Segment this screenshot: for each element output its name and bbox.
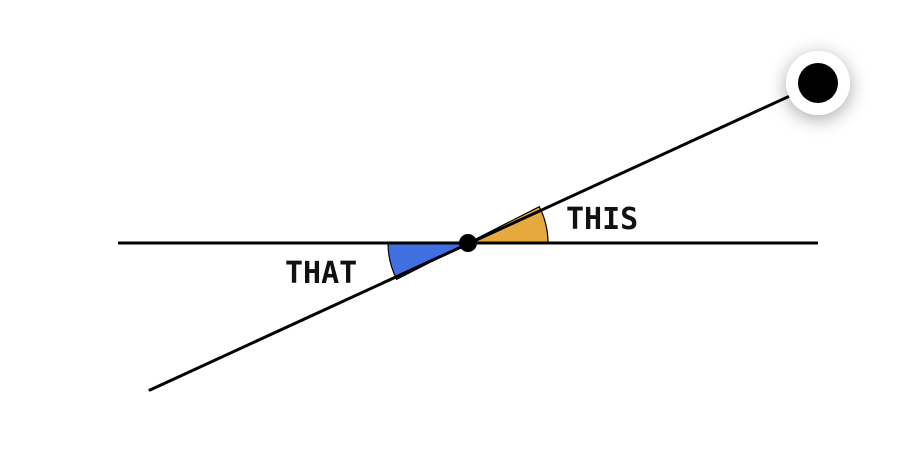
intersection-point [459, 234, 477, 252]
that-angle-label: THAT [285, 256, 357, 291]
this-angle-label: THIS [566, 202, 638, 237]
handle-dot-icon[interactable] [798, 63, 838, 103]
rotating-line [148, 81, 820, 392]
rotation-handle[interactable] [786, 51, 850, 115]
